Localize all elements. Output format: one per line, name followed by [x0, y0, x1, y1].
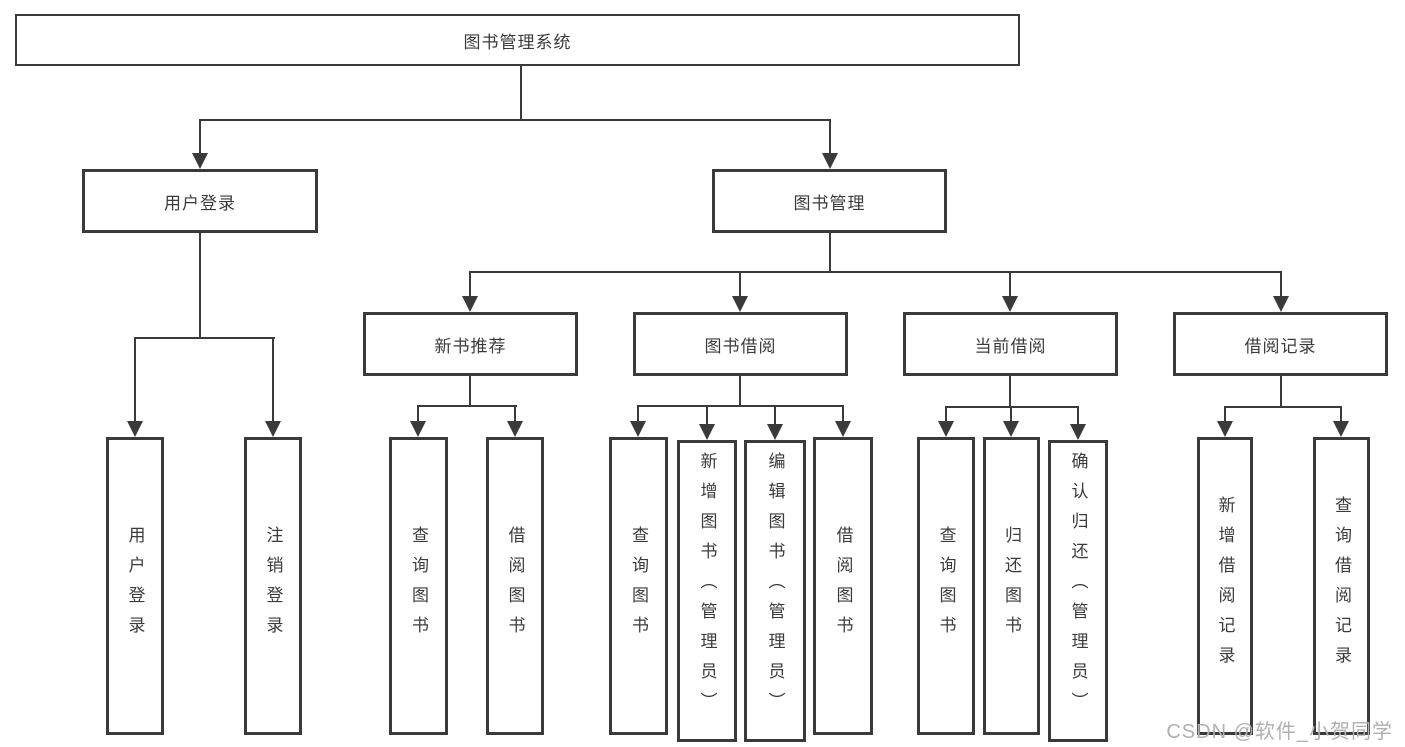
connector-line — [739, 271, 741, 297]
arrow-down-icon — [1273, 296, 1289, 312]
node-book-management: 图书管理 — [712, 169, 947, 233]
connector-line — [520, 65, 522, 119]
connector-line — [1340, 406, 1342, 422]
csdn-watermark: CSDN @软件_小贺同学 — [1166, 721, 1393, 743]
leaf-query-books-current: 查询图书 — [917, 437, 975, 735]
connector-line — [199, 119, 201, 154]
connector-line — [199, 119, 831, 121]
leaf-logout: 注销登录 — [244, 437, 302, 735]
node-new-book-recommend: 新书推荐 — [363, 312, 578, 376]
leaf-confirm-return-admin: 确认归还（管理员） — [1048, 440, 1108, 742]
leaf-query-books-recommend: 查询图书 — [389, 437, 448, 735]
connector-line — [199, 233, 201, 337]
connector-line — [706, 405, 708, 425]
connector-line — [829, 119, 831, 154]
arrow-down-icon — [938, 421, 954, 437]
connector-line — [1009, 271, 1011, 297]
arrow-down-icon — [630, 421, 646, 437]
arrow-down-icon — [462, 296, 478, 312]
node-book-borrow: 图书借阅 — [633, 312, 848, 376]
leaf-return-books: 归还图书 — [983, 437, 1040, 735]
leaf-edit-books-admin: 编辑图书（管理员） — [744, 440, 806, 742]
leaf-label: 查询图书 — [409, 526, 428, 646]
leaf-user-login: 用户登录 — [106, 437, 164, 735]
connector-line — [1280, 376, 1282, 406]
connector-line — [134, 337, 275, 339]
connector-line — [1009, 376, 1011, 406]
node-borrow-records: 借阅记录 — [1173, 312, 1388, 376]
leaf-query-borrow-record: 查询借阅记录 — [1313, 437, 1370, 735]
connector-line — [514, 405, 516, 422]
connector-line — [1077, 406, 1079, 425]
connector-line — [417, 405, 419, 422]
connector-line — [1224, 406, 1226, 422]
leaf-label: 注销登录 — [263, 526, 283, 646]
connector-line — [469, 271, 1282, 273]
leaf-label: 确认归还（管理员） — [1068, 452, 1088, 722]
leaf-borrow-books: 借阅图书 — [813, 437, 873, 735]
leaf-borrow-books-recommend: 借阅图书 — [486, 437, 544, 735]
arrow-down-icon — [1333, 421, 1349, 437]
connector-line — [469, 271, 471, 297]
arrow-down-icon — [507, 421, 523, 437]
connector-line — [1224, 406, 1342, 408]
connector-line — [469, 376, 471, 405]
node-library-system: 图书管理系统 — [15, 14, 1020, 66]
connector-line — [637, 405, 639, 422]
node-user-login: 用户登录 — [82, 169, 318, 233]
leaf-query-books-borrow: 查询图书 — [609, 437, 668, 735]
arrow-down-icon — [699, 424, 715, 440]
arrow-down-icon — [822, 153, 838, 169]
leaf-label: 归还图书 — [1002, 526, 1021, 646]
connector-line — [1280, 271, 1282, 297]
arrow-down-icon — [767, 424, 783, 440]
connector-line — [417, 405, 517, 407]
connector-line — [842, 405, 844, 422]
connector-line — [829, 233, 831, 271]
leaf-label: 新增图书（管理员） — [697, 452, 717, 722]
leaf-add-books-admin: 新增图书（管理员） — [677, 440, 737, 742]
connector-line — [1010, 406, 1012, 422]
arrow-down-icon — [1003, 421, 1019, 437]
leaf-add-borrow-record: 新增借阅记录 — [1197, 437, 1253, 735]
leaf-label: 查询图书 — [936, 526, 956, 646]
connector-line — [272, 337, 274, 421]
leaf-label: 新增借阅记录 — [1215, 496, 1235, 676]
arrow-down-icon — [1002, 296, 1018, 312]
arrow-down-icon — [732, 296, 748, 312]
leaf-label: 查询借阅记录 — [1332, 496, 1351, 676]
leaf-label: 借阅图书 — [833, 526, 853, 646]
arrow-down-icon — [835, 421, 851, 437]
arrow-down-icon — [192, 153, 208, 169]
node-current-borrow: 当前借阅 — [903, 312, 1118, 376]
arrow-down-icon — [1070, 424, 1086, 440]
leaf-label: 借阅图书 — [505, 526, 525, 646]
leaf-label: 编辑图书（管理员） — [765, 452, 785, 722]
connector-line — [134, 337, 136, 421]
connector-line — [637, 405, 844, 407]
leaf-label: 查询图书 — [629, 526, 648, 646]
connector-line — [945, 406, 947, 422]
arrow-down-icon — [127, 421, 143, 437]
connector-line — [774, 405, 776, 425]
connector-line — [739, 376, 741, 405]
arrow-down-icon — [265, 421, 281, 437]
connector-line — [945, 406, 1079, 408]
arrow-down-icon — [1217, 421, 1233, 437]
leaf-label: 用户登录 — [125, 526, 145, 646]
arrow-down-icon — [410, 421, 426, 437]
